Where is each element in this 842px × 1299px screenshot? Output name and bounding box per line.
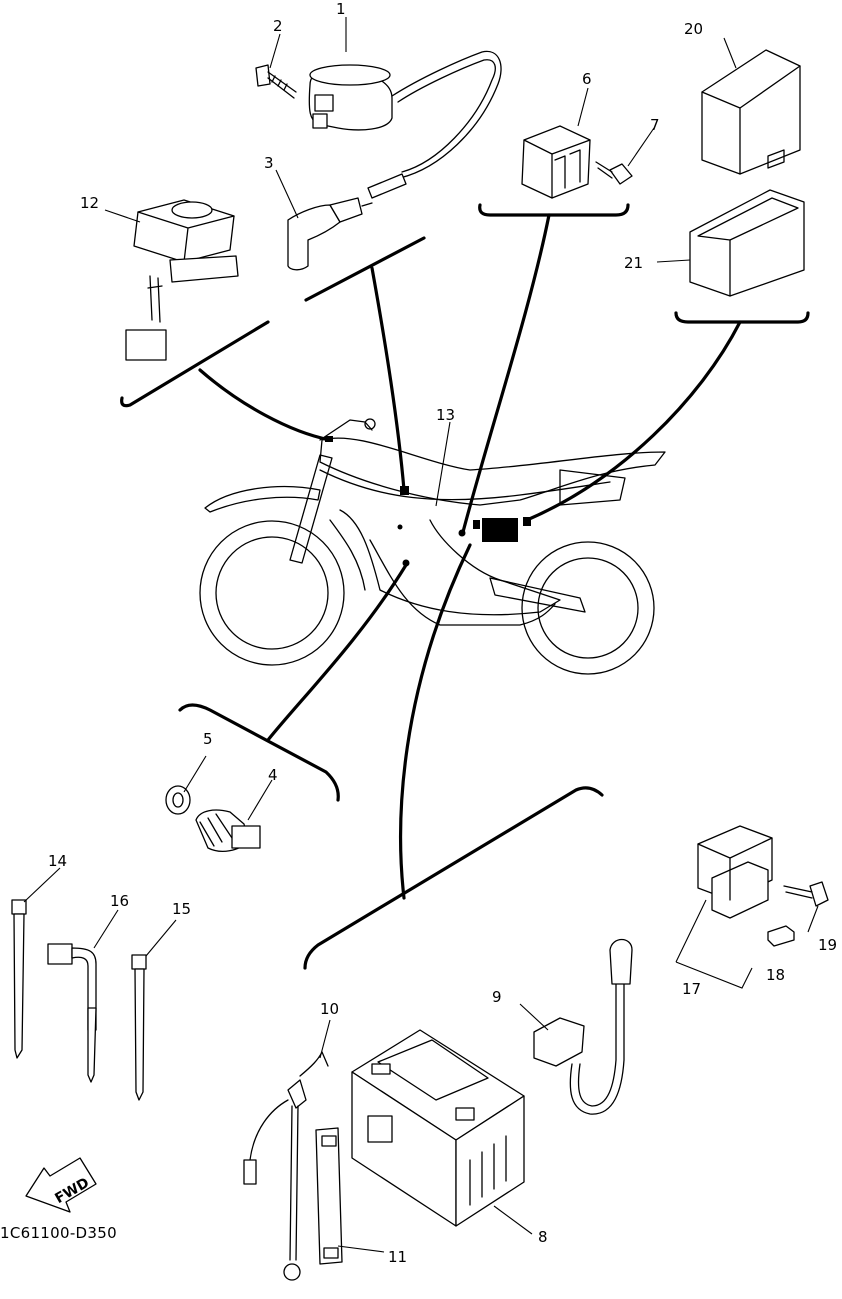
battery-band — [315, 1127, 343, 1265]
drawing-code: 1C61100-D350 — [0, 1224, 117, 1242]
callout-13: 13 — [436, 406, 455, 424]
callout-12: 12 — [80, 194, 99, 212]
callout-numbers: 1 2 3 4 5 6 7 8 9 10 11 12 13 14 15 16 1… — [48, 0, 837, 1266]
neutral-switch — [195, 809, 261, 852]
clamp-16 — [47, 943, 97, 1083]
callout-19: 19 — [818, 936, 837, 954]
motorcycle-outline — [199, 418, 666, 675]
callout-18: 18 — [766, 966, 785, 984]
starter-relay — [697, 825, 773, 919]
callout-16: 16 — [110, 892, 129, 910]
callout-3: 3 — [264, 154, 274, 172]
callout-11: 11 — [388, 1248, 407, 1266]
callout-5: 5 — [203, 730, 213, 748]
callout-10: 10 — [320, 1000, 339, 1018]
cdi-unit — [701, 49, 801, 175]
forward-arrow-icon: FWD — [25, 1157, 97, 1213]
screw-19 — [783, 881, 829, 907]
callout-2: 2 — [273, 17, 283, 35]
callout-6: 6 — [582, 70, 592, 88]
cable-band-15 — [131, 954, 147, 1101]
battery-cable-9 — [533, 938, 633, 1115]
rectifier-unit — [125, 199, 239, 361]
battery-cable-10 — [243, 1051, 329, 1281]
callout-4: 4 — [268, 766, 278, 784]
ignition-coil — [308, 50, 502, 199]
group-leaders — [120, 203, 810, 970]
relay-unit — [521, 125, 591, 199]
callout-8: 8 — [538, 1228, 548, 1246]
cdi-holder — [689, 189, 805, 297]
callout-15: 15 — [172, 900, 191, 918]
fuse — [767, 925, 795, 947]
callout-9: 9 — [492, 988, 502, 1006]
leader-lines — [23, 17, 819, 1253]
screw — [595, 161, 633, 185]
battery — [351, 1029, 525, 1227]
spark-plug-cap — [287, 197, 373, 271]
callout-1: 1 — [336, 0, 346, 18]
callout-21: 21 — [624, 254, 643, 272]
callout-20: 20 — [684, 20, 703, 38]
bolt — [255, 64, 297, 99]
callout-14: 14 — [48, 852, 67, 870]
cable-band-14 — [11, 899, 27, 1059]
washer — [165, 785, 191, 815]
callout-17: 17 — [682, 980, 701, 998]
callout-7: 7 — [650, 116, 660, 134]
